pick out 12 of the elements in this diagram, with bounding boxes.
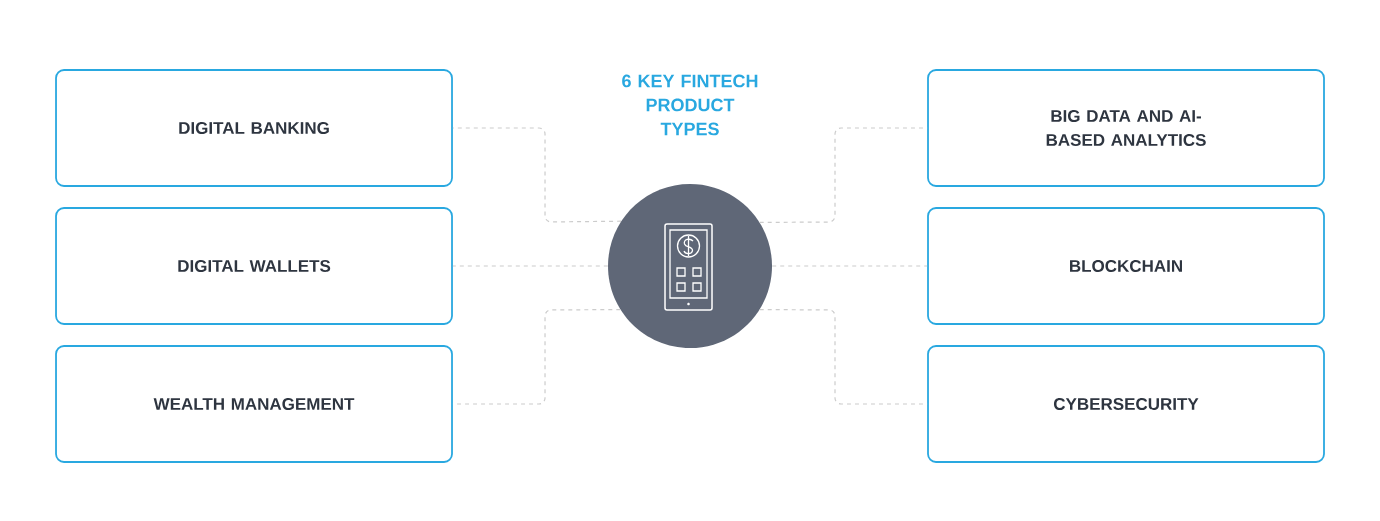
category-box: DIGITAL WALLETS bbox=[55, 207, 453, 325]
circle bbox=[608, 184, 772, 348]
connector-line bbox=[759, 127, 928, 224]
category-box: BIG DATA AND AI-BASED ANALYTICS bbox=[927, 69, 1325, 187]
connector-line bbox=[452, 127, 622, 223]
title: 6 KEY FINTECH PRODUCT TYPES bbox=[622, 74, 758, 136]
category-box: CYBERSECURITY bbox=[927, 345, 1325, 463]
connector-line bbox=[452, 308, 621, 405]
connector-line bbox=[759, 308, 928, 405]
category-box: WEALTH MANAGEMENT bbox=[55, 345, 453, 463]
category-box: DIGITAL BANKING bbox=[55, 69, 453, 187]
category-box: BLOCKCHAIN bbox=[927, 207, 1325, 325]
